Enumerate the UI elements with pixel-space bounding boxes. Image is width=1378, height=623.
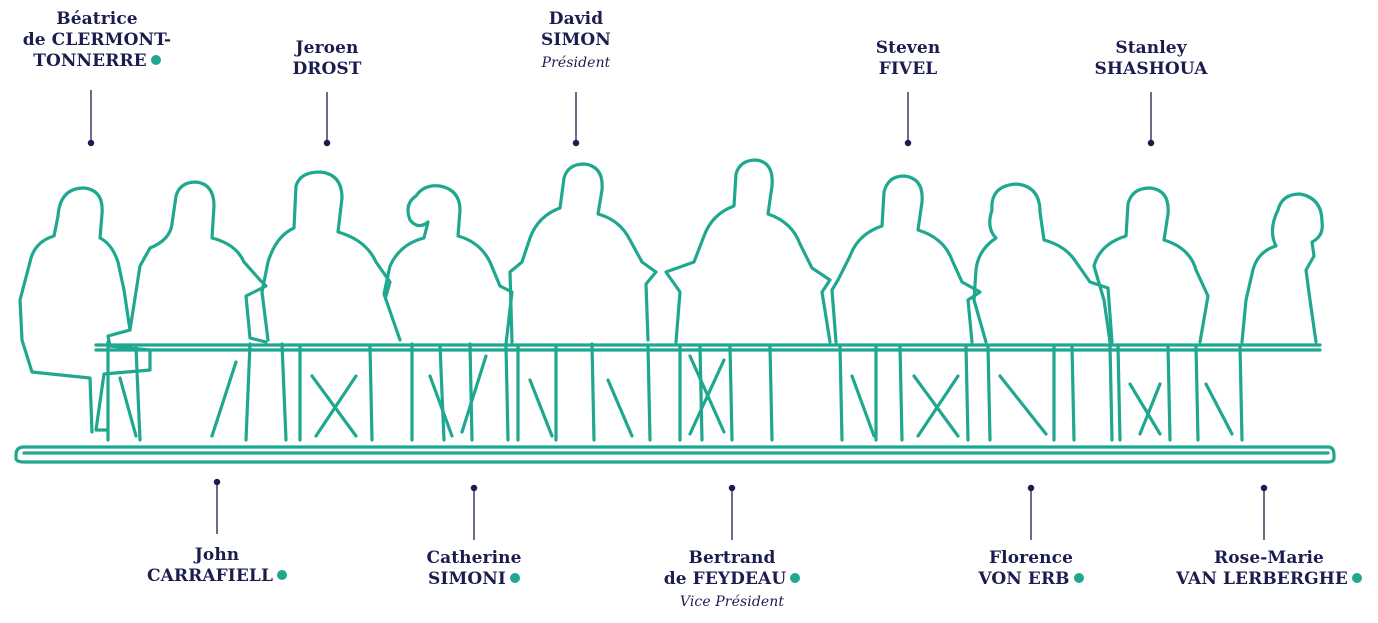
member-label-7: Steven FIVEL — [838, 38, 978, 80]
independent-dot-icon — [277, 570, 287, 580]
member-first-name: Bertrand — [642, 548, 822, 569]
member-surname: FIVEL — [838, 59, 978, 80]
member-label-2: John CARRAFIELL — [137, 545, 297, 587]
silhouette-4 — [384, 186, 512, 344]
connector-dot-5 — [573, 140, 578, 145]
member-surname: SIMONI — [428, 569, 506, 589]
silhouette-2 — [130, 182, 266, 342]
member-surname: de FEYDEAU — [664, 569, 787, 589]
member-first-name: David — [506, 9, 646, 30]
member-label-10: Rose-Marie VAN LERBERGHE — [1164, 548, 1374, 590]
member-label-3: Jeroen DROST — [257, 38, 397, 80]
connector-dot-2 — [214, 479, 219, 484]
independent-dot-icon — [151, 55, 161, 65]
connector-dot-7 — [905, 140, 910, 145]
connector-dot-6 — [729, 485, 734, 490]
silhouette-6 — [666, 160, 830, 342]
member-surname: SIMON — [506, 30, 646, 51]
connector-dot-10 — [1261, 485, 1266, 490]
independent-dot-icon — [1352, 573, 1362, 583]
member-surname-cont: TONNERRE — [33, 51, 147, 71]
member-surname: DROST — [257, 59, 397, 80]
silhouette-5 — [510, 164, 656, 342]
connector-dot-4 — [471, 485, 476, 490]
connector-dot-9 — [1148, 140, 1153, 145]
member-first-name: Catherine — [399, 548, 549, 569]
member-label-1: Béatrice de CLERMONT- TONNERRE — [22, 9, 172, 72]
independent-dot-icon — [1074, 573, 1084, 583]
silhouette-1 — [20, 188, 150, 432]
member-surname: VON ERB — [978, 569, 1069, 589]
member-surname: SHASHOUA — [1076, 59, 1226, 80]
member-label-9: Stanley SHASHOUA — [1076, 38, 1226, 80]
member-first-name: Florence — [956, 548, 1106, 569]
independent-dot-icon — [790, 573, 800, 583]
member-label-5: David SIMON Président — [506, 9, 646, 73]
member-surname: VAN LERBERGHE — [1176, 569, 1348, 589]
independent-dot-icon — [510, 573, 520, 583]
connector-dot-1 — [88, 140, 93, 145]
member-surname: de CLERMONT- — [22, 30, 172, 51]
member-first-name: John — [137, 545, 297, 566]
member-label-4: Catherine SIMONI — [399, 548, 549, 590]
member-first-name: Rose-Marie — [1164, 548, 1374, 569]
table-underside — [96, 345, 1320, 350]
chair-legs — [108, 342, 1242, 440]
member-first-name: Stanley — [1076, 38, 1226, 59]
silhouette-8 — [974, 184, 1112, 342]
member-first-name: Jeroen — [257, 38, 397, 59]
member-first-name: Steven — [838, 38, 978, 59]
member-label-8: Florence VON ERB — [956, 548, 1106, 590]
member-surname: CARRAFIELL — [147, 566, 273, 586]
member-role: Président — [506, 53, 646, 73]
member-first-name: Béatrice — [22, 9, 172, 30]
silhouette-3 — [262, 172, 390, 340]
silhouette-7 — [832, 176, 980, 342]
member-label-6: Bertrand de FEYDEAU Vice Président — [642, 548, 822, 612]
silhouette-10 — [1242, 194, 1322, 342]
connector-dot-3 — [324, 140, 329, 145]
member-role: Vice Président — [642, 592, 822, 612]
connector-dot-8 — [1028, 485, 1033, 490]
